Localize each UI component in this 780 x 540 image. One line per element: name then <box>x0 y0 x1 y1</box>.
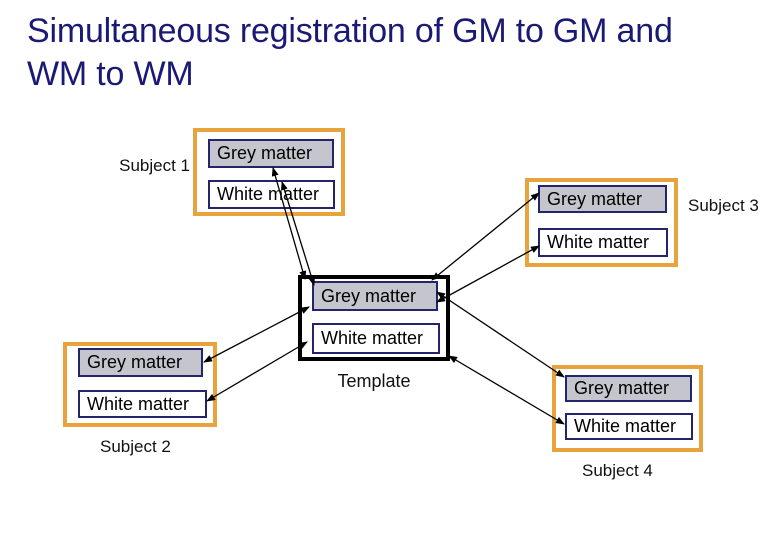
arrow-s3-gm <box>431 192 540 281</box>
subject-1-white-matter-box: White matter <box>208 180 335 209</box>
template-label: Template <box>337 371 411 391</box>
arrow-s4-gm <box>436 291 565 378</box>
arrow-s3-wm <box>436 245 540 303</box>
subject-1-grey-matter-box: Grey matter <box>208 139 334 168</box>
subject-4-grey-matter-box: Grey matter <box>565 375 692 402</box>
arrow-s2-gm <box>203 306 310 363</box>
slide-title: Simultaneous registration of GM to GM an… <box>27 10 757 96</box>
subject-2-group: Grey matter White matter <box>63 342 217 427</box>
subject-2-label: Subject 2 <box>100 437 171 456</box>
subject-1-group: Grey matter White matter <box>193 128 345 216</box>
subject-2-white-matter-box: White matter <box>78 390 207 418</box>
template-group: Grey matter White matter <box>298 275 450 361</box>
subject-3-group: Grey matter White matter <box>525 178 678 267</box>
subject-3-label: Subject 3 <box>688 196 759 215</box>
subject-2-grey-matter-box: Grey matter <box>78 348 203 377</box>
arrow-s2-wm <box>206 341 308 402</box>
subject-4-label: Subject 4 <box>582 461 653 480</box>
arrow-s4-wm <box>448 355 565 425</box>
subject-4-white-matter-box: White matter <box>565 413 693 440</box>
slide-title-line2: WM to WM <box>27 55 194 93</box>
subject-3-grey-matter-box: Grey matter <box>538 185 667 213</box>
template-grey-matter-box: Grey matter <box>312 281 438 311</box>
subject-4-group: Grey matter White matter <box>552 365 703 452</box>
subject-3-white-matter-box: White matter <box>538 228 668 257</box>
slide-title-line1: Simultaneous registration of GM to GM an… <box>27 12 673 50</box>
template-white-matter-box: White matter <box>312 323 440 354</box>
subject-1-label: Subject 1 <box>119 156 190 175</box>
